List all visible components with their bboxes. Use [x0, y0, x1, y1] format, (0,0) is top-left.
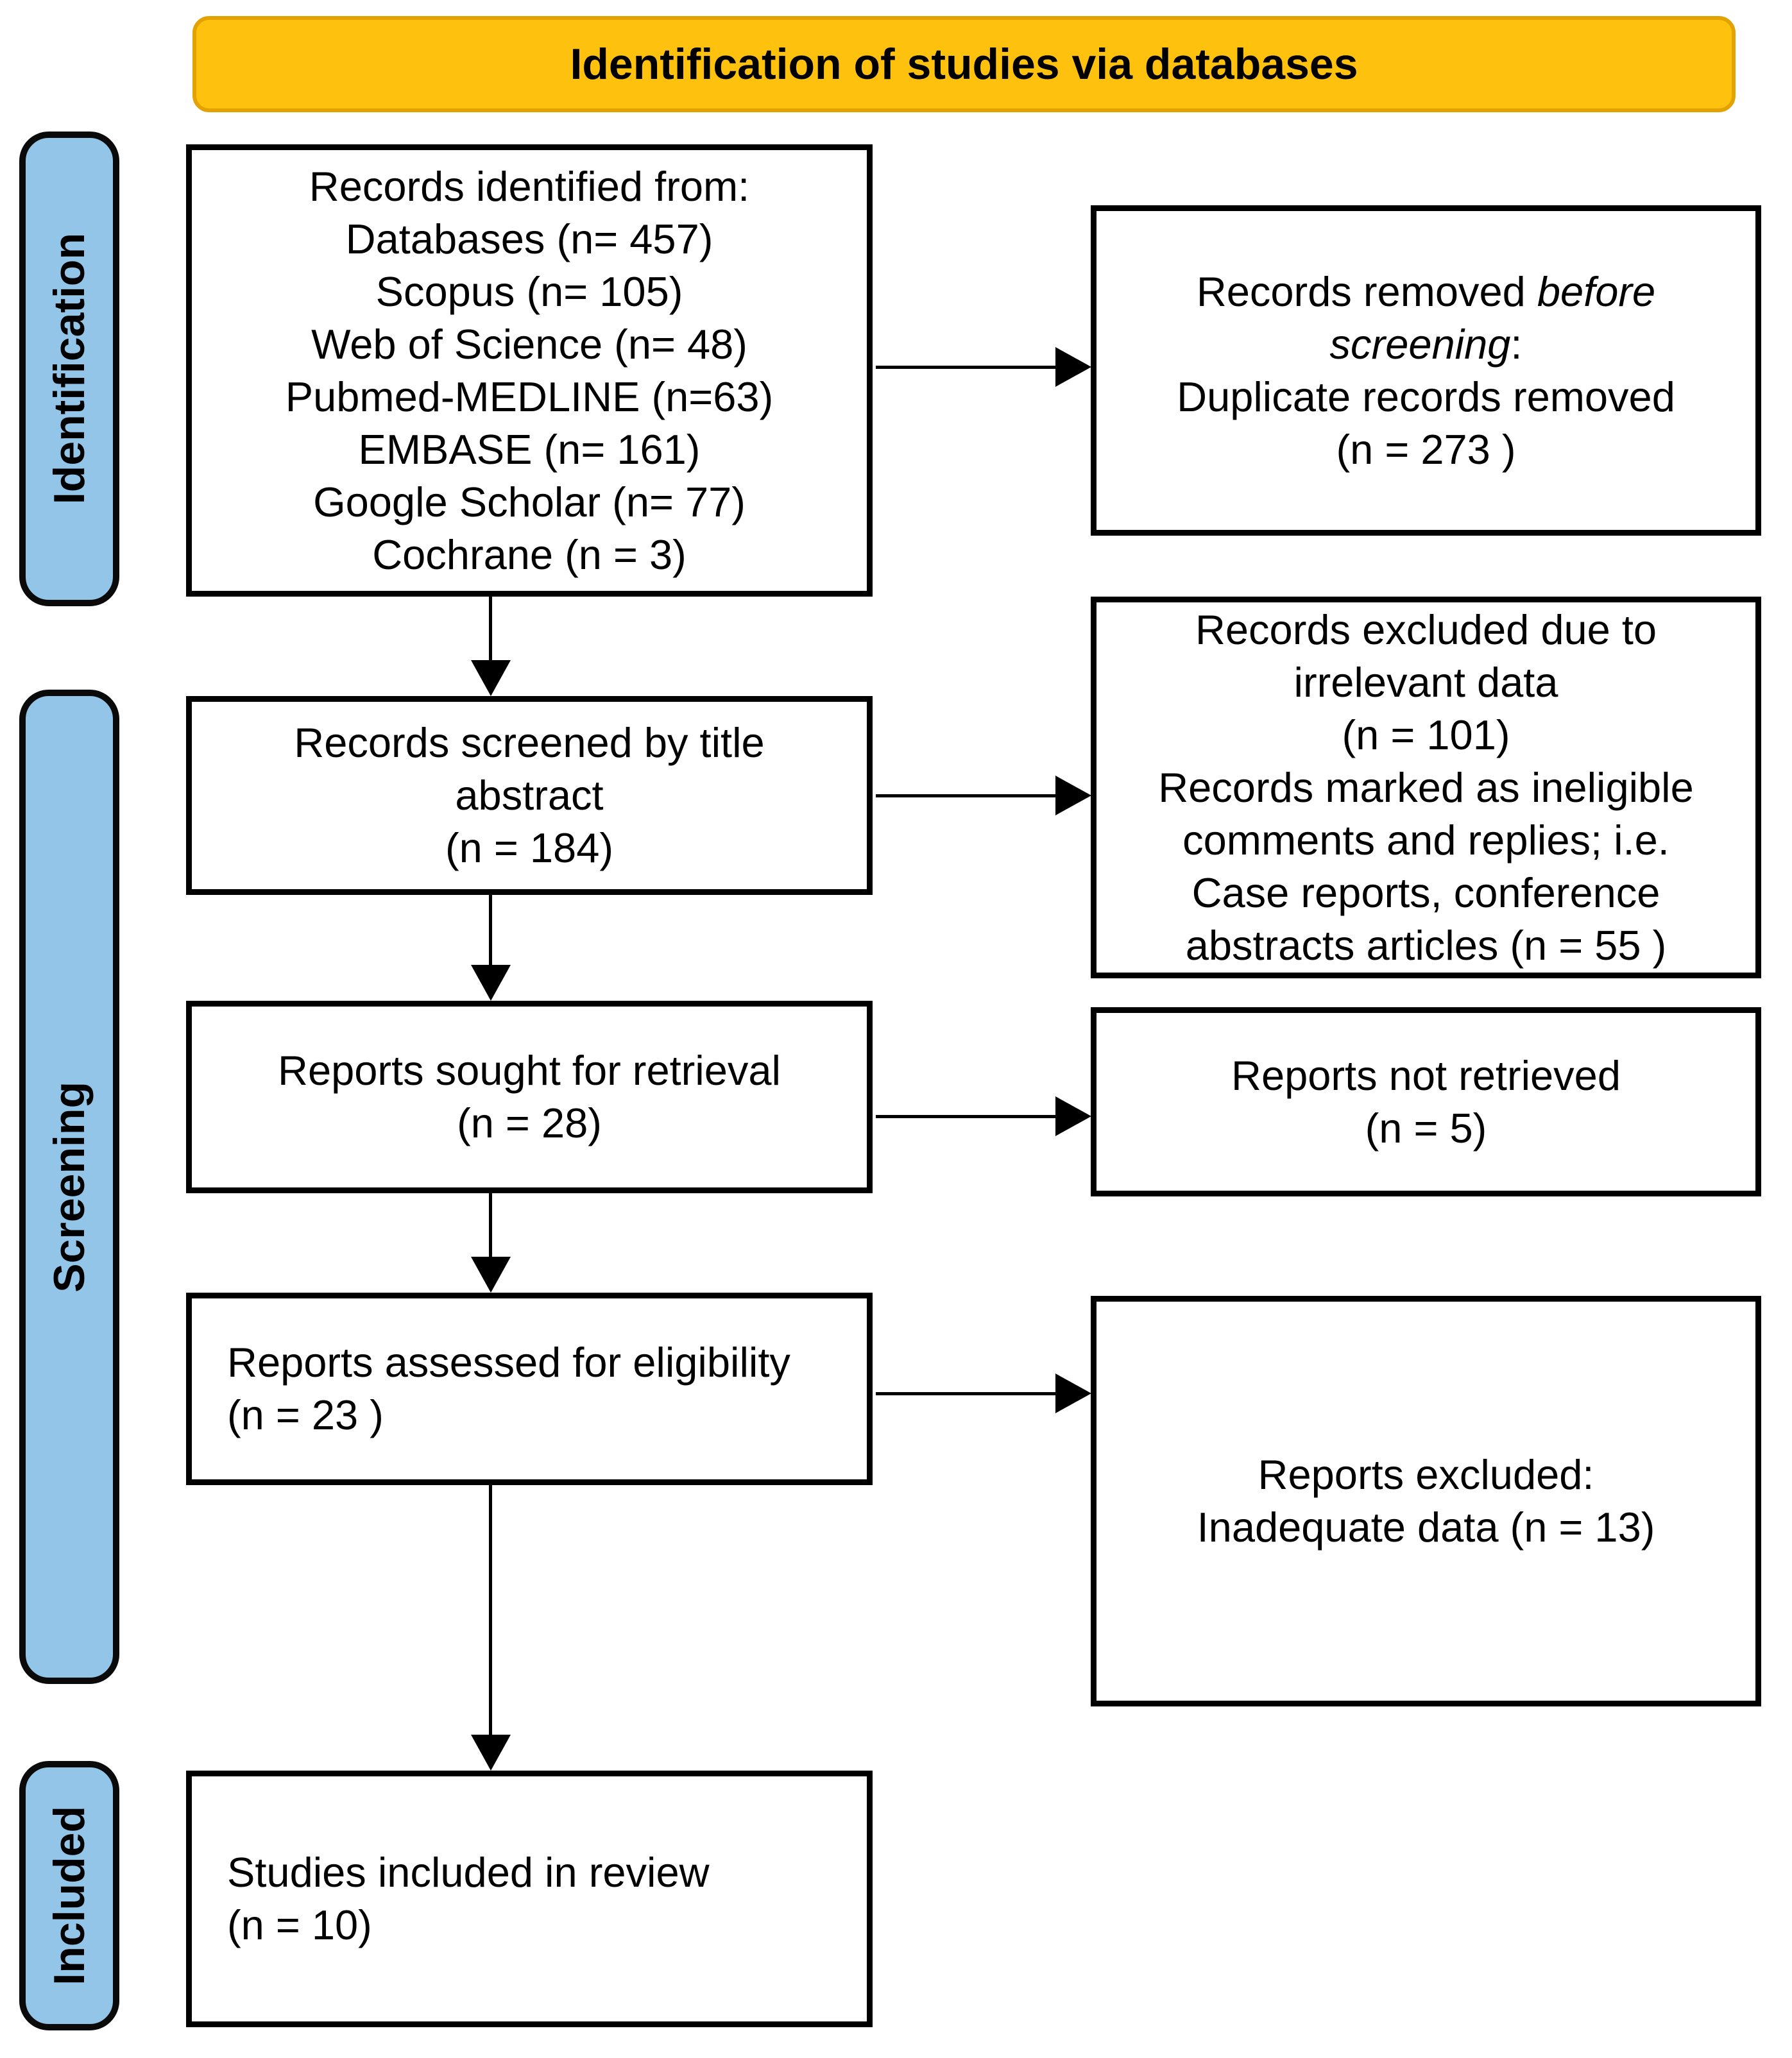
- arrow-shaft: [876, 366, 1060, 369]
- text-segment-italic: before: [1537, 268, 1656, 315]
- text-line: (n = 28): [457, 1100, 602, 1146]
- text-line: Reports not retrieved: [1231, 1051, 1621, 1099]
- arrow-right-icon: [1055, 347, 1091, 387]
- text-line: (n = 5): [1365, 1104, 1487, 1152]
- stage-label-identification: Identification: [19, 132, 119, 606]
- header-banner: Identification of studies via databases: [192, 16, 1736, 112]
- box-records-screened: Records screened by title abstract (n = …: [186, 696, 873, 895]
- text-line: Pubmed-MEDLINE (n=63): [285, 373, 774, 420]
- stage-label-text: Included: [45, 1806, 94, 1986]
- arrow-down-icon: [471, 965, 511, 1001]
- text-line: Scopus (n= 105): [375, 268, 683, 315]
- text-line: Records removed before: [1197, 266, 1655, 318]
- text-line: abstract: [455, 772, 604, 819]
- stage-label-screening: Screening: [19, 690, 119, 1684]
- text-line: Records screened by title: [294, 719, 765, 766]
- arrow-right-icon: [1055, 1373, 1091, 1413]
- text-line: Reports sought for retrieval: [278, 1047, 781, 1094]
- text-line: comments and replies; i.e.: [1182, 816, 1669, 863]
- text-line: Reports assessed for eligibility: [227, 1339, 790, 1386]
- text-segment: Records removed: [1196, 268, 1537, 315]
- arrow-right-icon: [1055, 1096, 1091, 1136]
- arrow-shaft: [489, 597, 492, 664]
- text-line: (n = 273 ): [1336, 425, 1516, 473]
- text-line: (n = 23 ): [227, 1391, 384, 1438]
- text-line: Case reports, conference: [1191, 869, 1660, 916]
- text-line: (n = 184): [445, 824, 613, 871]
- text-line: Google Scholar (n= 77): [313, 478, 746, 525]
- arrow-shaft: [489, 895, 492, 967]
- arrow-down-icon: [471, 660, 511, 696]
- box-records-identified: Records identified from: Databases (n= 4…: [186, 144, 873, 597]
- text-line: Cochrane (n = 3): [372, 531, 687, 578]
- box-records-removed: Records removed before screening: Duplic…: [1091, 205, 1761, 536]
- text-line: Duplicate records removed: [1177, 373, 1675, 420]
- text-segment: :: [1510, 320, 1523, 368]
- box-reports-assessed: Reports assessed for eligibility (n = 23…: [186, 1293, 873, 1485]
- text-line: (n = 10): [227, 1901, 372, 1948]
- text-segment-italic: screening: [1329, 320, 1511, 368]
- text-line: Records marked as ineligible: [1158, 763, 1694, 811]
- header-title: Identification of studies via databases: [570, 40, 1358, 89]
- text-line: screening:: [1330, 318, 1523, 371]
- box-reports-sought: Reports sought for retrieval (n = 28): [186, 1001, 873, 1193]
- text-line: Databases (n= 457): [345, 215, 713, 262]
- arrow-down-icon: [471, 1735, 511, 1771]
- box-studies-included: Studies included in review (n = 10): [186, 1771, 873, 2027]
- box-reports-excluded: Reports excluded: Inadequate data (n = 1…: [1091, 1296, 1761, 1706]
- text-line: Reports excluded:: [1258, 1451, 1594, 1498]
- arrow-shaft: [876, 1392, 1060, 1395]
- arrow-shaft: [876, 794, 1060, 797]
- box-reports-not-retrieved: Reports not retrieved (n = 5): [1091, 1007, 1761, 1196]
- text-line: Web of Science (n= 48): [311, 320, 747, 368]
- text-line: irrelevant data: [1293, 658, 1558, 706]
- text-line: Records identified from:: [309, 162, 750, 210]
- text-line: Inadequate data (n = 13): [1197, 1504, 1655, 1551]
- arrow-shaft: [489, 1485, 492, 1737]
- arrow-shaft: [489, 1193, 492, 1259]
- box-records-excluded: Records excluded due to irrelevant data …: [1091, 597, 1761, 978]
- text-line: Records excluded due to: [1195, 606, 1657, 653]
- arrow-shaft: [876, 1115, 1060, 1118]
- text-line: EMBASE (n= 161): [358, 425, 701, 473]
- text-line: abstracts articles (n = 55 ): [1185, 921, 1667, 969]
- text-line: (n = 101): [1342, 711, 1510, 758]
- arrow-right-icon: [1055, 776, 1091, 815]
- stage-label-text: Identification: [45, 233, 94, 505]
- text-line: Studies included in review: [227, 1849, 710, 1896]
- arrow-down-icon: [471, 1257, 511, 1293]
- stage-label-text: Screening: [45, 1081, 94, 1293]
- stage-label-included: Included: [19, 1761, 119, 2030]
